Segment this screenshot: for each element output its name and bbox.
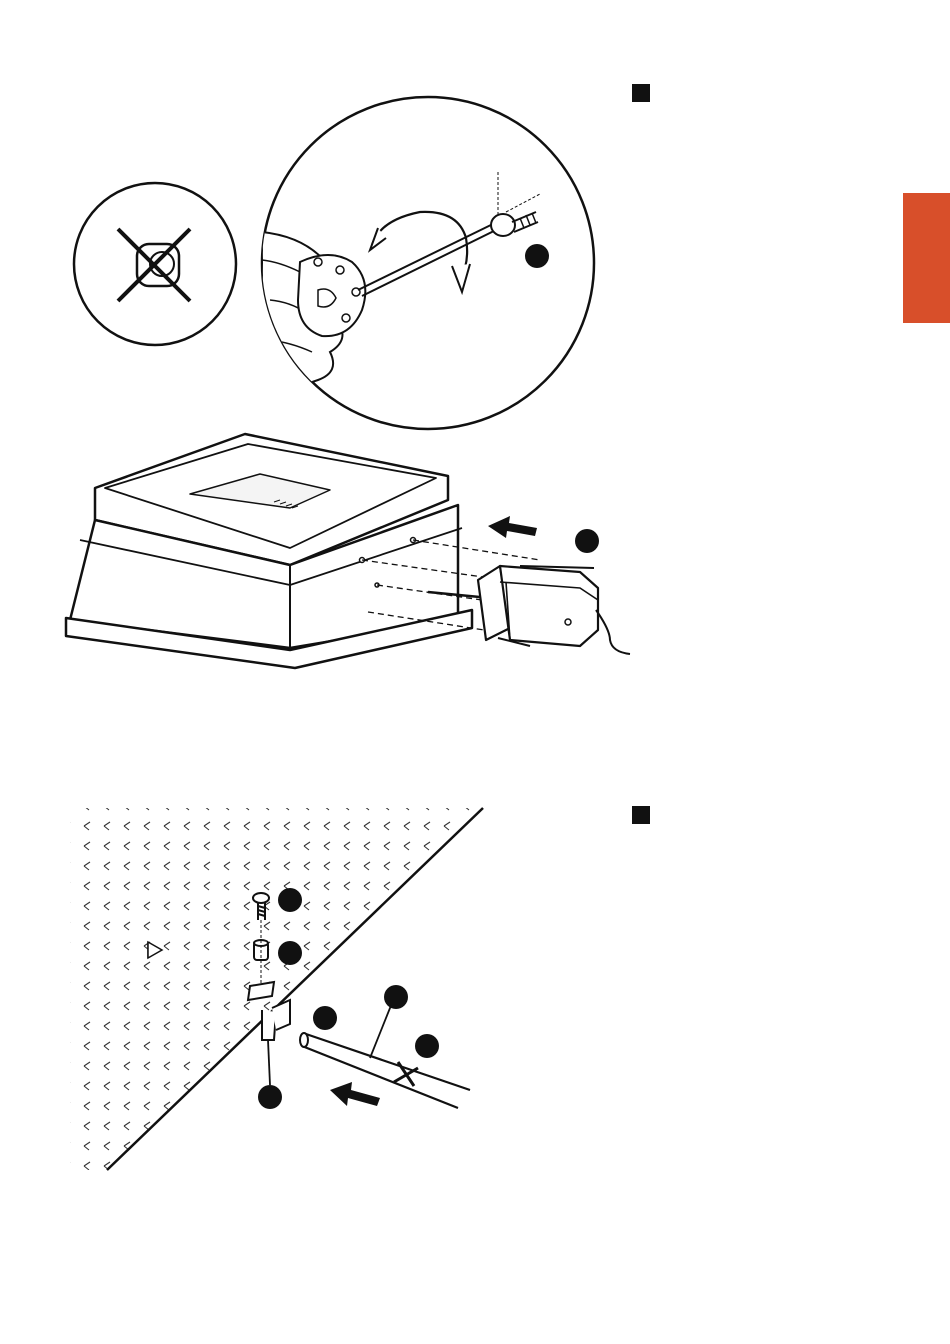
direction-arrow-icon-2 xyxy=(330,1082,380,1106)
base-unit-illustration xyxy=(66,434,472,668)
callout-b xyxy=(575,529,599,553)
direction-arrow-icon xyxy=(488,516,537,538)
callout-d xyxy=(278,941,302,965)
callout-f xyxy=(313,1006,337,1030)
callout-g xyxy=(415,1034,439,1058)
callout-c xyxy=(278,888,302,912)
callout-h xyxy=(258,1085,282,1109)
callout-e xyxy=(384,985,408,1009)
grid-panel-illustration xyxy=(70,808,483,1170)
wrong-method-icon xyxy=(74,183,236,345)
callout-a xyxy=(525,244,549,268)
